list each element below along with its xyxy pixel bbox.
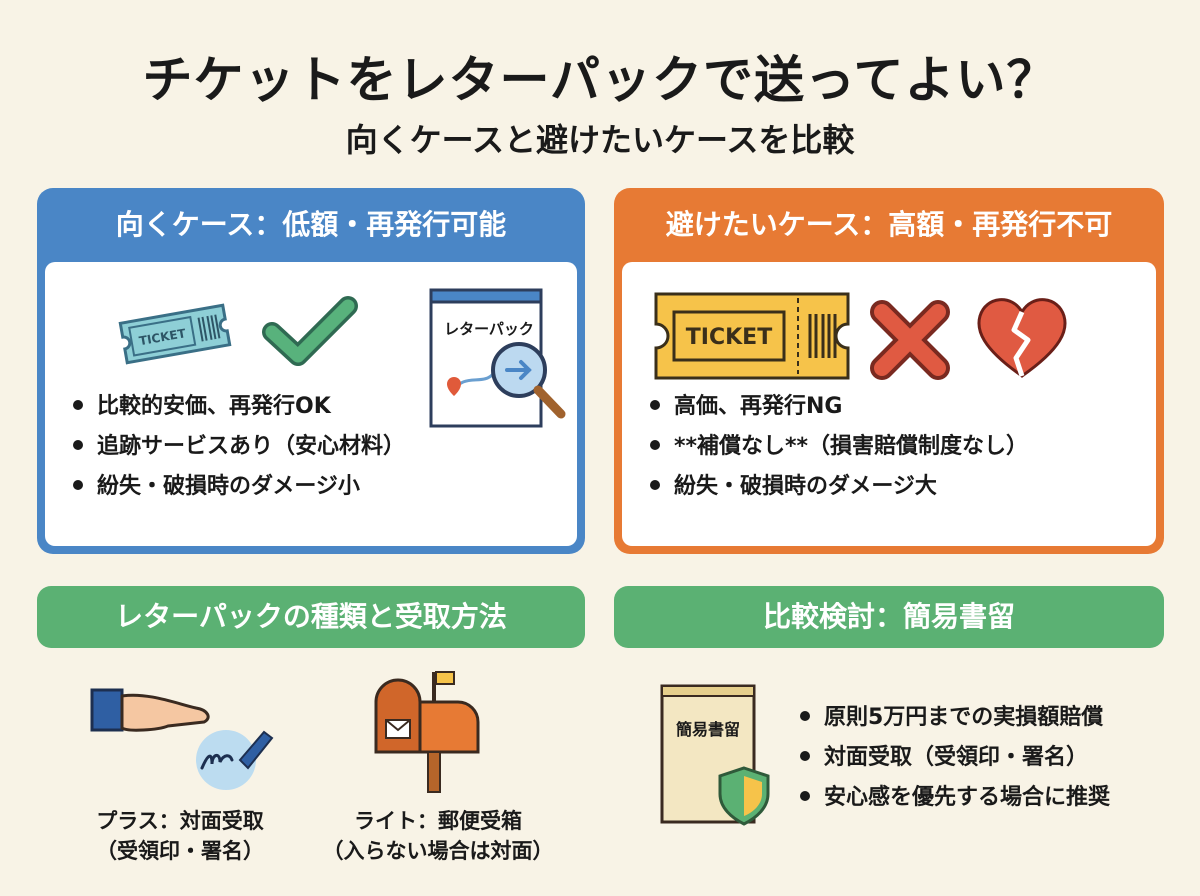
registered-bullets: 原則5万円までの実損額賠償 対面受取（受領印・署名） 安心感を優先する場合に推奨 — [800, 698, 1110, 818]
bad-case-heading: 避けたいケース：高額・再発行不可 — [665, 208, 1113, 241]
page-subtitle: 向くケースと避けたいケースを比較 — [345, 121, 855, 159]
registered-envelope-icon: 簡易書留 — [658, 682, 778, 832]
list-item: 対面受取（受領印・署名） — [800, 738, 1110, 778]
bad-case-body: TICKET 高価、再発行NG **補償なし**（損害賠償制度なし） 紛失・破損… — [622, 262, 1156, 546]
good-case-card: 向くケース：低額・再発行可能 TICKET — [37, 188, 585, 554]
bad-ticket-text: TICKET — [686, 325, 772, 350]
types-heading: レターパックの種類と受取方法 — [37, 586, 585, 648]
ticket-icon: TICKET — [654, 292, 850, 380]
good-case-body: TICKET レターパック — [45, 262, 577, 546]
list-item: 高価、再発行NG — [650, 387, 1028, 427]
light-caption-line-1: ライト：郵便受箱 — [354, 809, 522, 833]
plus-caption: プラス：対面受取 （受領印・署名） — [60, 806, 300, 866]
list-item: 安心感を優先する場合に推奨 — [800, 778, 1110, 818]
page-title: チケットをレターパックで送ってよい？ — [142, 51, 1058, 109]
letterpack-envelope-icon: レターパック — [423, 284, 583, 434]
letterpack-envelope-label: レターパック — [444, 320, 534, 338]
list-item: 比較的安価、再発行OK — [73, 387, 405, 427]
plus-caption-line-2: （受領印・署名） — [96, 839, 264, 863]
list-item: **補償なし**（損害賠償制度なし） — [650, 427, 1028, 467]
hand-signature-icon — [90, 688, 274, 790]
list-item: 紛失・破損時のダメージ小 — [73, 467, 405, 507]
ticket-icon: TICKET — [118, 303, 232, 365]
light-caption-line-2: （入らない場合は対面） — [322, 839, 554, 863]
plus-caption-line-1: プラス：対面受取 — [96, 809, 264, 833]
cross-icon — [870, 300, 950, 380]
registered-heading: 比較検討：簡易書留 — [614, 586, 1164, 648]
list-item: 追跡サービスあり（安心材料） — [73, 427, 405, 467]
registered-envelope-label: 簡易書留 — [675, 720, 740, 739]
bad-case-card: 避けたいケース：高額・再発行不可 TICKET 高価、再発行NG **補償なし — [614, 188, 1164, 554]
bad-case-bullets: 高価、再発行NG **補償なし**（損害賠償制度なし） 紛失・破損時のダメージ大 — [650, 387, 1028, 507]
list-item: 紛失・破損時のダメージ大 — [650, 467, 1028, 507]
list-item: 原則5万円までの実損額賠償 — [800, 698, 1110, 738]
good-case-bullets: 比較的安価、再発行OK 追跡サービスあり（安心材料） 紛失・破損時のダメージ小 — [73, 387, 405, 507]
mailbox-icon — [374, 671, 480, 793]
light-caption: ライト：郵便受箱 （入らない場合は対面） — [318, 806, 558, 866]
broken-heart-icon — [977, 298, 1067, 378]
good-case-heading: 向くケース：低額・再発行可能 — [115, 208, 507, 241]
check-icon — [262, 296, 358, 366]
